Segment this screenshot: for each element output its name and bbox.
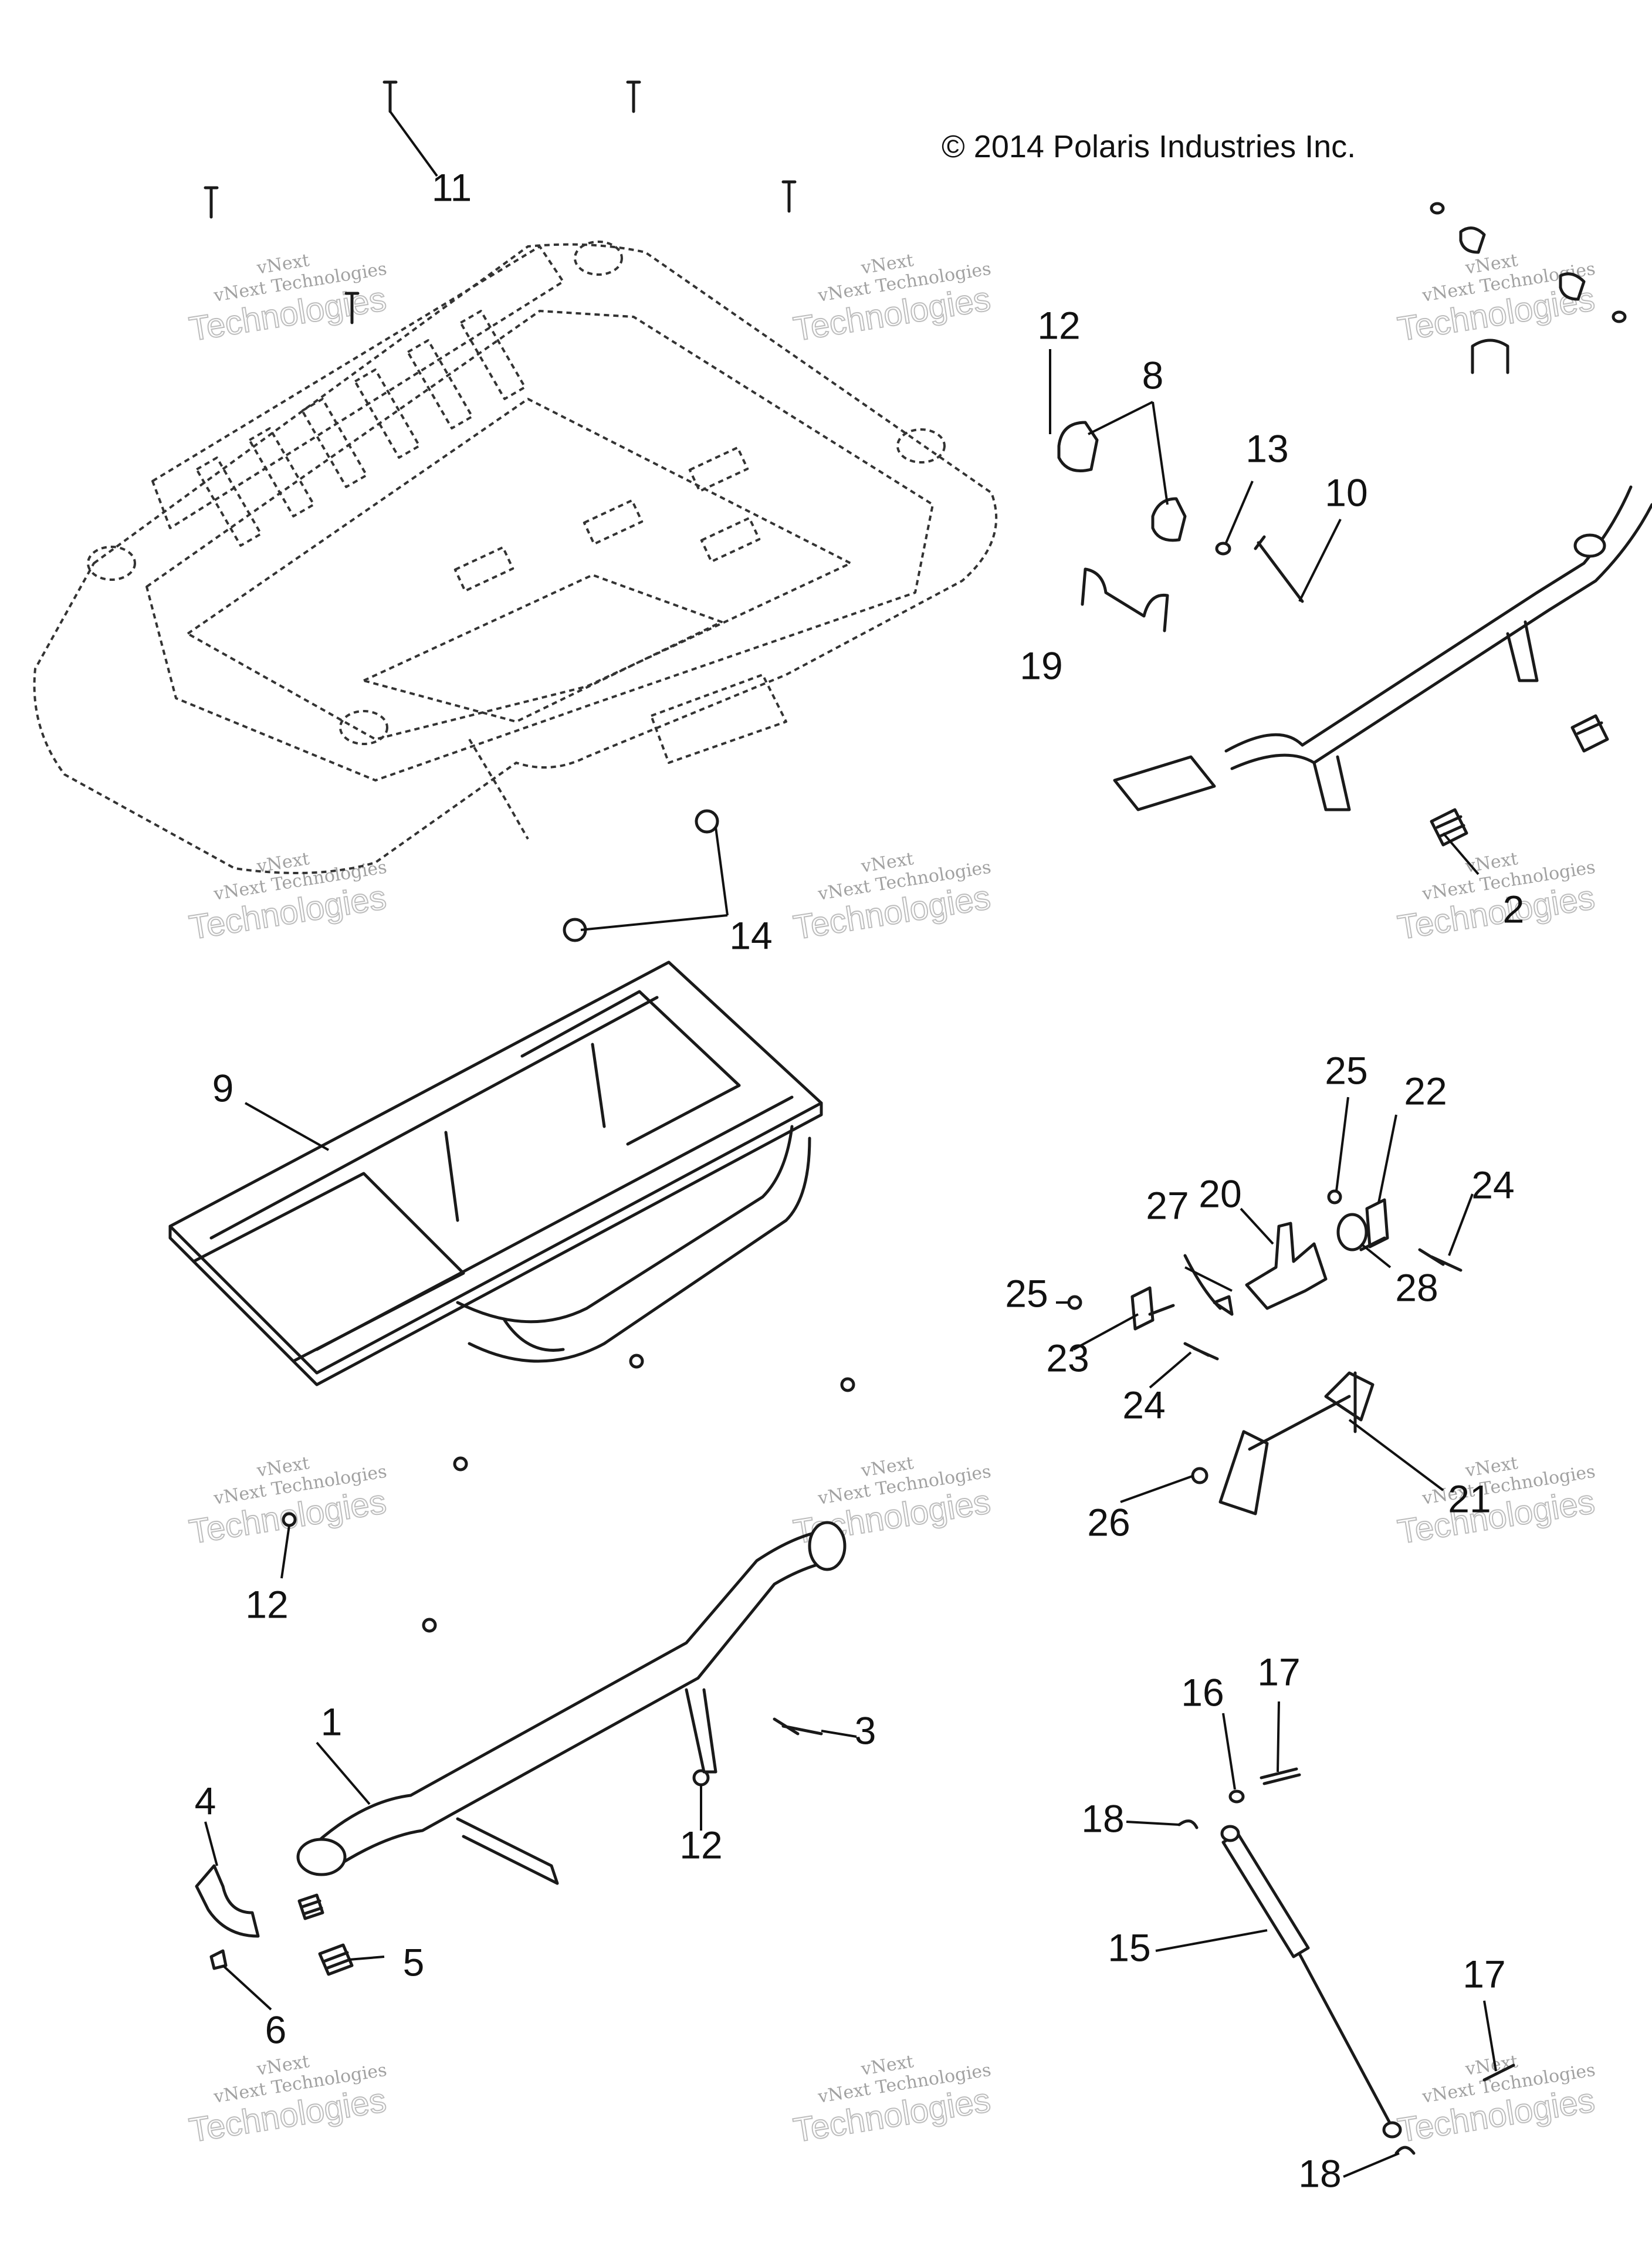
callout-15: 15 xyxy=(1108,1926,1150,1969)
callout-4: 4 xyxy=(195,1779,216,1822)
washer-13 xyxy=(1215,542,1231,556)
watermarks: vNext vNext Technologies Technologies vN… xyxy=(186,250,1598,2150)
bolt-3 xyxy=(773,1717,823,1736)
pin-17-lower xyxy=(1482,2063,1515,2082)
clamps-8 xyxy=(1057,421,1187,542)
callout-11: 11 xyxy=(432,165,472,209)
callout-25-lower: 25 xyxy=(1005,1271,1048,1315)
callout-18-lower: 18 xyxy=(1298,2151,1341,2195)
washer-16 xyxy=(1228,1789,1245,1804)
pin-6 xyxy=(209,1949,228,1970)
callout-1: 1 xyxy=(321,1700,343,1743)
callout-12-top: 12 xyxy=(1037,303,1080,347)
callout-20: 20 xyxy=(1199,1172,1241,1215)
latch-bar xyxy=(1113,485,1652,811)
pin-10 xyxy=(1254,535,1304,603)
bracket-4 xyxy=(195,1864,260,1938)
nuts-14 xyxy=(563,809,719,942)
callout-12-left: 12 xyxy=(245,1582,288,1626)
bracket-21 xyxy=(1218,1371,1375,1515)
bolt-24-lower xyxy=(1183,1342,1219,1361)
callout-17-lower: 17 xyxy=(1463,1952,1505,1995)
bracket-23 xyxy=(1130,1286,1175,1331)
callout-16: 16 xyxy=(1181,1670,1224,1714)
springs-5 xyxy=(297,1893,354,1976)
callout-17-upper: 17 xyxy=(1257,1650,1300,1693)
springs-2 xyxy=(1430,714,1609,847)
callout-19: 19 xyxy=(1020,644,1062,687)
pin-17-upper xyxy=(1260,1767,1301,1785)
callout-8: 8 xyxy=(1142,353,1164,397)
callout-26: 26 xyxy=(1087,1500,1130,1544)
callout-24-lower: 24 xyxy=(1122,1383,1165,1426)
callout-24-upper: 24 xyxy=(1471,1163,1514,1206)
clip-18-lower xyxy=(1394,2146,1416,2155)
leader-lines xyxy=(204,110,1497,2178)
frame-9 xyxy=(168,960,823,1386)
small-nuts xyxy=(282,1354,855,1787)
callout-12-bottom: 12 xyxy=(679,1823,722,1866)
upper-right-clamps xyxy=(1430,202,1627,374)
roller-28 xyxy=(1336,1213,1368,1251)
clip-18-upper xyxy=(1177,1819,1199,1829)
callout-3: 3 xyxy=(855,1709,876,1752)
spring-27 xyxy=(1183,1254,1234,1316)
callout-5: 5 xyxy=(403,1940,425,1984)
callout-10: 10 xyxy=(1325,471,1367,514)
cargo-box xyxy=(33,241,998,874)
callout-21: 21 xyxy=(1448,1477,1491,1520)
callout-14: 14 xyxy=(729,914,772,957)
callout-2: 2 xyxy=(1503,887,1525,931)
callout-labels: 1 2 3 4 5 6 8 9 10 11 12 12 12 12 13 14 … xyxy=(195,165,1525,2195)
screws-11 xyxy=(204,80,797,324)
callout-18-upper: 18 xyxy=(1081,1797,1124,1840)
callout-28: 28 xyxy=(1395,1266,1438,1309)
callout-22: 22 xyxy=(1404,1069,1447,1112)
callout-25-upper: 25 xyxy=(1325,1048,1367,1092)
callout-13: 13 xyxy=(1245,427,1288,470)
copyright-notice: © 2014 Polaris Industries Inc. xyxy=(942,129,1356,164)
bar-1 xyxy=(296,1521,847,1885)
bracket-20 xyxy=(1245,1222,1328,1310)
callout-23: 23 xyxy=(1046,1336,1089,1379)
callout-9: 9 xyxy=(212,1066,234,1109)
bracket-19 xyxy=(1081,567,1169,632)
gas-strut-15 xyxy=(1220,1825,1402,2139)
nut-26 xyxy=(1191,1467,1208,1484)
bolt-24-upper xyxy=(1418,1248,1463,1272)
callout-6: 6 xyxy=(265,2008,287,2051)
callout-27: 27 xyxy=(1146,1183,1189,1227)
